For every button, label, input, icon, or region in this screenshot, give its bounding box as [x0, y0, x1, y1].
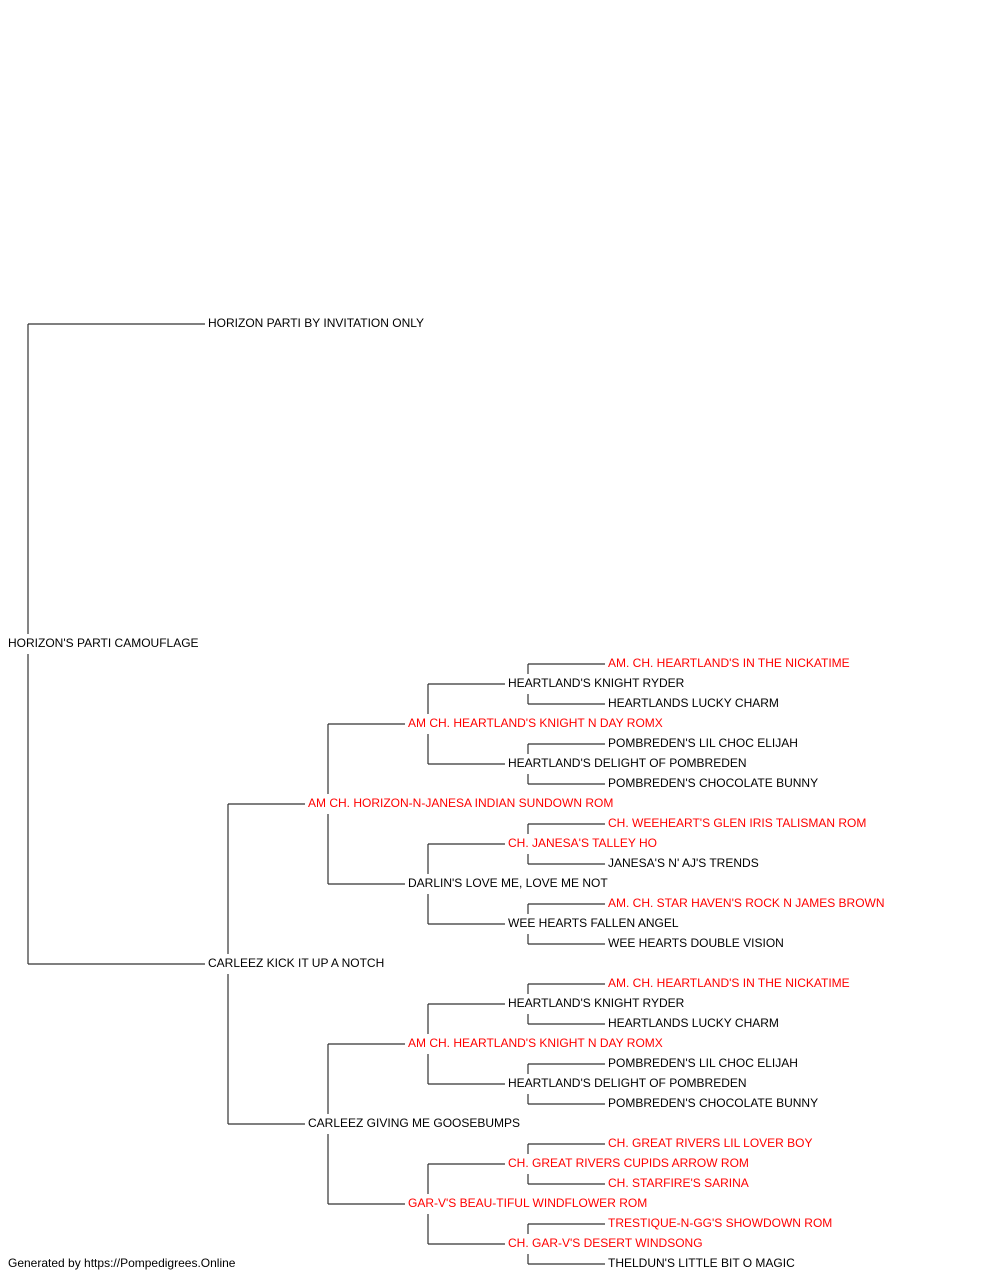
dam-sire-dam-name: DARLIN'S LOVE ME, LOVE ME NOT — [408, 876, 608, 890]
dam-dam-dam-dam-name: CH. GAR-V'S DESERT WINDSONG — [508, 1236, 703, 1250]
dam-sire-dam-sire-name: CH. JANESA'S TALLEY HO — [508, 836, 657, 850]
generator-credit: Generated by https://Pompedigrees.Online — [8, 1256, 236, 1270]
dam-dam-dam-sire-sire-name: CH. GREAT RIVERS LIL LOVER BOY — [608, 1136, 813, 1150]
dam-sire-dam-dam-sire-name: AM. CH. STAR HAVEN'S ROCK N JAMES BROWN — [608, 896, 885, 910]
dam-sire-sire-sire-dam-name: HEARTLANDS LUCKY CHARM — [608, 696, 779, 710]
dam-dam-sire-sire-name: HEARTLAND'S KNIGHT RYDER — [508, 996, 685, 1010]
dam-dam-sire-sire-sire-name: AM. CH. HEARTLAND'S IN THE NICKATIME — [608, 976, 850, 990]
dam-dam-sire-dam-sire-name: POMBREDEN'S LIL CHOC ELIJAH — [608, 1056, 798, 1070]
dam-dam-dam-name: GAR-V'S BEAU-TIFUL WINDFLOWER ROM — [408, 1196, 647, 1210]
dam-sire-sire-sire-sire-name: AM. CH. HEARTLAND'S IN THE NICKATIME — [608, 656, 850, 670]
dam-sire-dam-dam-name: WEE HEARTS FALLEN ANGEL — [508, 916, 679, 930]
dam-sire-dam-sire-dam-name: JANESA'S N' AJ'S TRENDS — [608, 856, 759, 870]
dam-sire-name: AM CH. HORIZON-N-JANESA INDIAN SUNDOWN R… — [308, 796, 613, 810]
dam-dam-dam-dam-dam-name: THELDUN'S LITTLE BIT O MAGIC — [608, 1256, 795, 1270]
dam-dam-dam-sire-dam-name: CH. STARFIRE'S SARINA — [608, 1176, 749, 1190]
dam-dam-dam-sire-name: CH. GREAT RIVERS CUPIDS ARROW ROM — [508, 1156, 749, 1170]
dam-sire-dam-dam-dam-name: WEE HEARTS DOUBLE VISION — [608, 936, 784, 950]
dam-sire-sire-dam-sire-name: POMBREDEN'S LIL CHOC ELIJAH — [608, 736, 798, 750]
dam-sire-sire-dam-dam-name: POMBREDEN'S CHOCOLATE BUNNY — [608, 776, 818, 790]
dam-sire-sire-dam-name: HEARTLAND'S DELIGHT OF POMBREDEN — [508, 756, 747, 770]
dam-sire-sire-name: AM CH. HEARTLAND'S KNIGHT N DAY ROMX — [408, 716, 663, 730]
dam-dam-sire-name: AM CH. HEARTLAND'S KNIGHT N DAY ROMX — [408, 1036, 663, 1050]
sire-name: HORIZON PARTI BY INVITATION ONLY — [208, 316, 424, 330]
dam-name: CARLEEZ KICK IT UP A NOTCH — [208, 956, 384, 970]
dam-dam-dam-dam-sire-name: TRESTIQUE-N-GG'S SHOWDOWN ROM — [608, 1216, 832, 1230]
dam-dam-sire-dam-dam-name: POMBREDEN'S CHOCOLATE BUNNY — [608, 1096, 818, 1110]
dam-sire-dam-sire-sire-name: CH. WEEHEART'S GLEN IRIS TALISMAN ROM — [608, 816, 866, 830]
dam-dam-name: CARLEEZ GIVING ME GOOSEBUMPS — [308, 1116, 520, 1130]
dog-subject: HORIZON'S PARTI CAMOUFLAGE — [8, 636, 199, 650]
dam-sire-sire-sire-name: HEARTLAND'S KNIGHT RYDER — [508, 676, 685, 690]
dam-dam-sire-dam-name: HEARTLAND'S DELIGHT OF POMBREDEN — [508, 1076, 747, 1090]
dam-dam-sire-sire-dam-name: HEARTLANDS LUCKY CHARM — [608, 1016, 779, 1030]
